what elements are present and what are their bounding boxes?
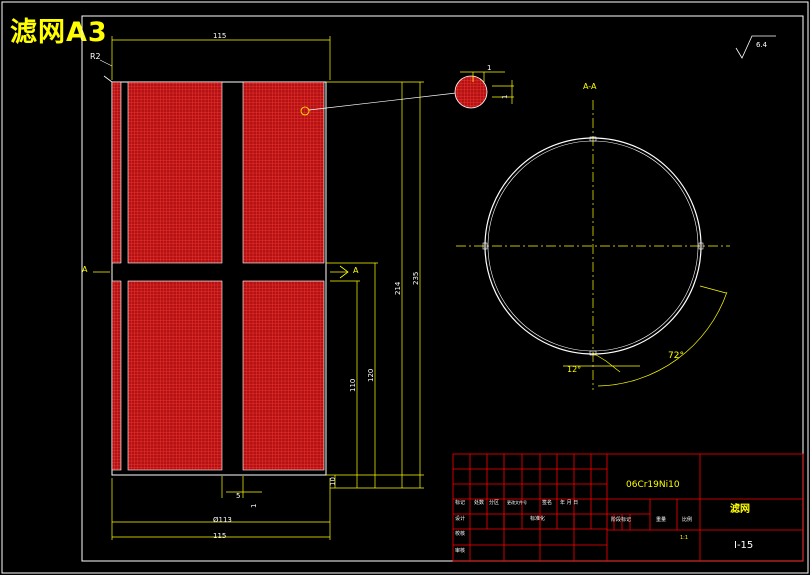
mesh-panel-top-right	[242, 81, 325, 264]
angle-72-label: 72°	[668, 351, 684, 361]
mesh-strip-left-top	[111, 81, 122, 264]
detail-mesh-circle	[454, 75, 488, 109]
label-weight: 重量	[656, 516, 666, 523]
title-block-drawing-no: I-15	[734, 540, 753, 551]
mesh-panel-top-left	[127, 81, 223, 264]
section-marker-right: A	[353, 266, 359, 275]
col-label-count: 处数	[474, 499, 484, 506]
col-label-change: 更改文件号	[507, 499, 527, 505]
col-label-zone: 分区	[489, 499, 499, 506]
row-label-design: 设计	[455, 515, 465, 522]
mesh-strip-left-bottom	[111, 280, 122, 471]
dim-1-bottom: 1	[250, 504, 258, 508]
drawing-title: 滤网A3	[10, 17, 108, 48]
dim-top-width: 115	[213, 32, 226, 40]
dimension-lines	[111, 36, 424, 540]
dim-10: 10	[329, 477, 337, 486]
label-standardization: 标准化	[530, 515, 545, 522]
dim-110: 110	[349, 379, 357, 392]
title-block-scale: 1:1	[680, 535, 688, 541]
title-block-grid	[452, 453, 804, 562]
dim-diameter: Ø113	[213, 516, 232, 524]
section-label: A-A	[583, 82, 597, 91]
row-label-mark: 标记	[455, 499, 465, 506]
section-circle-outer	[484, 137, 702, 355]
angle-12-label: 12°	[567, 365, 581, 374]
label-ratio: 比例	[682, 516, 692, 523]
mesh-panel-bottom-left	[127, 280, 223, 471]
title-block-part-name: 滤网	[730, 502, 750, 515]
surface-finish-value: 6.4	[756, 41, 768, 49]
dim-bottom-width: 115	[213, 532, 226, 540]
angle-arc-72	[597, 291, 728, 387]
row-label-review: 审核	[455, 547, 465, 554]
title-block-material: 06Cr19Ni10	[626, 480, 680, 490]
row-label-check: 校核	[455, 530, 465, 537]
section-marker-left: A	[82, 265, 88, 274]
mesh-panel-bottom-right	[242, 280, 325, 471]
detail-dim-h: 1	[487, 64, 491, 72]
section-view: A-A 72° 12°	[456, 82, 730, 390]
detail-dim-v: 1	[501, 95, 509, 99]
dim-120: 120	[367, 369, 375, 382]
dim-235: 235	[412, 272, 420, 285]
dim-5: 5	[236, 492, 240, 500]
radius-label: R2	[90, 52, 101, 61]
title-block-text: 06Cr19Ni10 滤网 I-15 1:1 标记 设计 校核 审核 处数 分区…	[455, 480, 753, 554]
col-label-date: 年 月 日	[560, 499, 578, 506]
col-label-sign: 签名	[542, 499, 552, 506]
surface-finish-symbol: 6.4	[735, 35, 776, 59]
label-stage-mark: 阶段标记	[611, 516, 631, 523]
detail-view: 1 1	[300, 64, 514, 116]
dim-214: 214	[394, 281, 402, 295]
front-view: R2	[90, 52, 327, 476]
section-markers: A A	[82, 265, 359, 279]
inner-frame	[81, 15, 804, 562]
